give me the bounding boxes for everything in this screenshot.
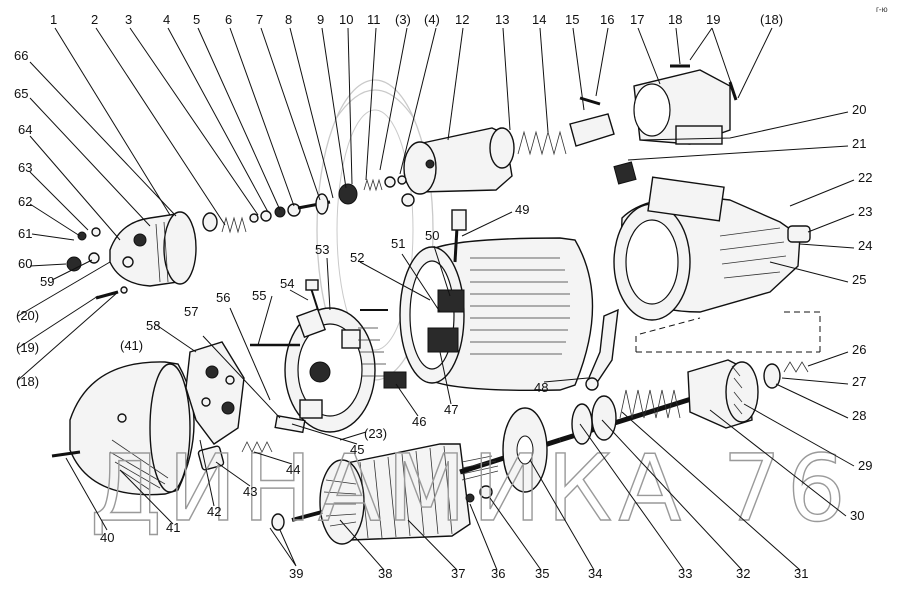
callout-labels: 1 2 3 4 5 6 7 8 9 10 11 (3) (4) 12 13 14… [14,12,872,581]
corner-mark: г-ю [876,5,888,14]
drive-assembly [559,359,759,445]
callout-1: 1 [50,12,57,27]
lock-ring [763,361,809,389]
leader-lines [17,27,855,571]
callout-60: 60 [18,256,32,271]
callout-57: 57 [184,304,198,319]
callout-20: 20 [852,102,866,117]
callout-3-ref: (3) [395,12,411,27]
mounting-bracket [579,64,738,145]
callout-54: 54 [280,276,294,291]
callout-5: 5 [193,12,200,27]
callout-23-ref: (23) [364,426,387,441]
callout-16: 16 [600,12,614,27]
callout-20-ref: (20) [16,308,39,323]
brush-spring [241,441,273,453]
callout-65: 65 [14,86,28,101]
callout-53: 53 [315,242,329,257]
callout-2: 2 [91,12,98,27]
callout-64: 64 [18,122,32,137]
callout-18-ref-2: (18) [16,374,39,389]
callout-31: 31 [794,566,808,581]
dashed-bracket [635,311,821,353]
callout-17: 17 [630,12,644,27]
callout-21: 21 [852,136,866,151]
callout-35: 35 [535,566,549,581]
callout-4: 4 [163,12,170,27]
callout-9: 9 [317,12,324,27]
callout-18-ref: (18) [760,12,783,27]
callout-12: 12 [455,12,469,27]
callout-41-ref: (41) [120,338,143,353]
brush-holder [250,279,388,434]
callout-62: 62 [18,194,32,209]
callout-40: 40 [100,530,114,545]
callout-7: 7 [256,12,263,27]
callout-61: 61 [18,226,32,241]
callout-25: 25 [852,272,866,287]
callout-39: 39 [289,566,303,581]
callout-49: 49 [515,202,529,217]
commutator-cap [109,211,197,287]
callout-23: 23 [858,204,872,219]
callout-4-ref: (4) [424,12,440,27]
drive-lever [585,308,619,391]
end-cover [51,361,195,496]
callout-22: 22 [858,170,872,185]
callout-10: 10 [339,12,353,27]
callout-19: 19 [706,12,720,27]
callout-28: 28 [852,408,866,423]
callout-59: 59 [40,274,54,289]
small-fasteners [66,227,128,300]
callout-42: 42 [207,504,221,519]
brush-plate [185,341,245,445]
hardware-stack [202,175,407,234]
callout-63: 63 [18,160,32,175]
callout-47: 47 [444,402,458,417]
callout-43: 43 [243,484,257,499]
callout-36: 36 [491,566,505,581]
watermark-text: ДИНАМИКА 76 [90,435,852,542]
callout-46: 46 [412,414,426,429]
callout-33: 33 [678,566,692,581]
callout-18: 18 [668,12,682,27]
solenoid [401,113,615,207]
stator-housing [383,209,594,391]
callout-50: 50 [425,228,439,243]
callout-29: 29 [858,458,872,473]
callout-52: 52 [350,250,364,265]
callout-38: 38 [378,566,392,581]
callout-3: 3 [125,12,132,27]
callout-15: 15 [565,12,579,27]
callout-32: 32 [736,566,750,581]
callout-34: 34 [588,566,602,581]
callout-6: 6 [225,12,232,27]
callout-37: 37 [451,566,465,581]
callout-41: 41 [166,520,180,535]
callout-55: 55 [252,288,266,303]
callout-66: 66 [14,48,28,63]
callout-24: 24 [858,238,872,253]
callout-56: 56 [216,290,230,305]
callout-26: 26 [852,342,866,357]
callout-14: 14 [532,12,546,27]
callout-45: 45 [350,442,364,457]
callout-48: 48 [534,380,548,395]
drive-end-housing [613,161,811,321]
callout-30: 30 [850,508,864,523]
callout-11: 11 [367,12,381,27]
callout-51: 51 [391,236,405,251]
callout-13: 13 [495,12,509,27]
callout-8: 8 [285,12,292,27]
callout-19-ref: (19) [16,340,39,355]
callout-44: 44 [286,462,300,477]
callout-27: 27 [852,374,866,389]
brake-disc [465,407,548,503]
callout-58: 58 [146,318,160,333]
